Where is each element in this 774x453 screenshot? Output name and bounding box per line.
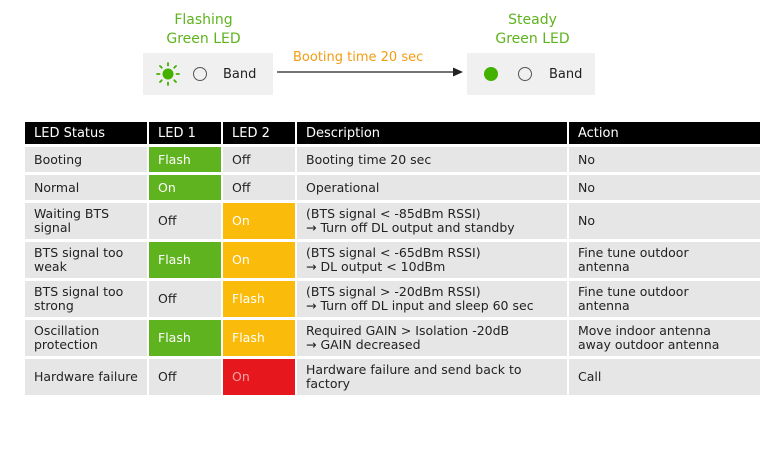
action-cell: No	[569, 203, 760, 239]
flashing-led-caption: Flashing Green LED	[166, 12, 241, 47]
description-cell: (BTS signal > -20dBm RSSI) → Turn off DL…	[297, 281, 569, 317]
description-cell: (BTS signal < -65dBm RSSI) → DL output <…	[297, 242, 569, 278]
led1-cell: Flash	[149, 242, 223, 278]
led2-cell: On	[223, 203, 297, 239]
description-cell: (BTS signal < -85dBm RSSI) → Turn off DL…	[297, 203, 569, 239]
status-cell: Booting	[25, 147, 149, 172]
table-row: BTS signal too weak Flash On (BTS signal…	[25, 242, 760, 278]
status-cell: BTS signal too strong	[25, 281, 149, 317]
table-row: Oscillation protection Flash Flash Requi…	[25, 320, 760, 356]
header-description: Description	[297, 122, 569, 144]
led-status-table: LED Status LED 1 LED 2 Description Actio…	[25, 119, 760, 398]
status-cell: Oscillation protection	[25, 320, 149, 356]
flashing-led-icon	[156, 62, 180, 86]
band-label: Band	[549, 66, 583, 82]
header-led-status: LED Status	[25, 122, 149, 144]
status-cell: Hardware failure	[25, 359, 149, 395]
header-led2: LED 2	[223, 122, 297, 144]
arrow-label: Booting time 20 sec	[293, 50, 424, 65]
table-header-row: LED Status LED 1 LED 2 Description Actio…	[25, 122, 760, 144]
status-cell: Normal	[25, 175, 149, 200]
action-cell: Fine tune outdoor antenna	[569, 281, 760, 317]
table-row: Waiting BTS signal Off On (BTS signal < …	[25, 203, 760, 239]
led2-cell: Off	[223, 147, 297, 172]
action-cell: Fine tune outdoor antenna	[569, 242, 760, 278]
steady-led-panel: Band	[467, 53, 595, 95]
led1-cell: Flash	[149, 147, 223, 172]
status-cell: Waiting BTS signal	[25, 203, 149, 239]
led2-off-icon	[193, 67, 207, 81]
band-label: Band	[223, 66, 257, 82]
led1-cell: On	[149, 175, 223, 200]
description-cell: Required GAIN > Isolation -20dB → GAIN d…	[297, 320, 569, 356]
table-row: BTS signal too strong Off Flash (BTS sig…	[25, 281, 760, 317]
description-cell: Operational	[297, 175, 569, 200]
action-cell: Call	[569, 359, 760, 395]
flashing-led-panel: Band	[143, 53, 273, 95]
arrow-right-icon	[277, 67, 463, 77]
action-cell: Move indoor antenna away outdoor antenna	[569, 320, 760, 356]
action-cell: No	[569, 175, 760, 200]
description-cell: Booting time 20 sec	[297, 147, 569, 172]
header-led1: LED 1	[149, 122, 223, 144]
description-cell: Hardware failure and send back to factor…	[297, 359, 569, 395]
steady-led-icon	[484, 67, 498, 81]
led1-cell: Off	[149, 281, 223, 317]
booting-arrow: Booting time 20 sec	[277, 48, 463, 78]
steady-led-caption: Steady Green LED	[495, 12, 570, 47]
led2-cell: Off	[223, 175, 297, 200]
table-row: Normal On Off Operational No	[25, 175, 760, 200]
table-row: Hardware failure Off On Hardware failure…	[25, 359, 760, 395]
led2-off-icon	[518, 67, 532, 81]
status-cell: BTS signal too weak	[25, 242, 149, 278]
led2-cell: On	[223, 242, 297, 278]
led2-cell: Flash	[223, 320, 297, 356]
led2-cell: Flash	[223, 281, 297, 317]
led2-cell: On	[223, 359, 297, 395]
table-row: Booting Flash Off Booting time 20 sec No	[25, 147, 760, 172]
header-action: Action	[569, 122, 760, 144]
led1-cell: Off	[149, 203, 223, 239]
led1-cell: Off	[149, 359, 223, 395]
led1-cell: Flash	[149, 320, 223, 356]
action-cell: No	[569, 147, 760, 172]
